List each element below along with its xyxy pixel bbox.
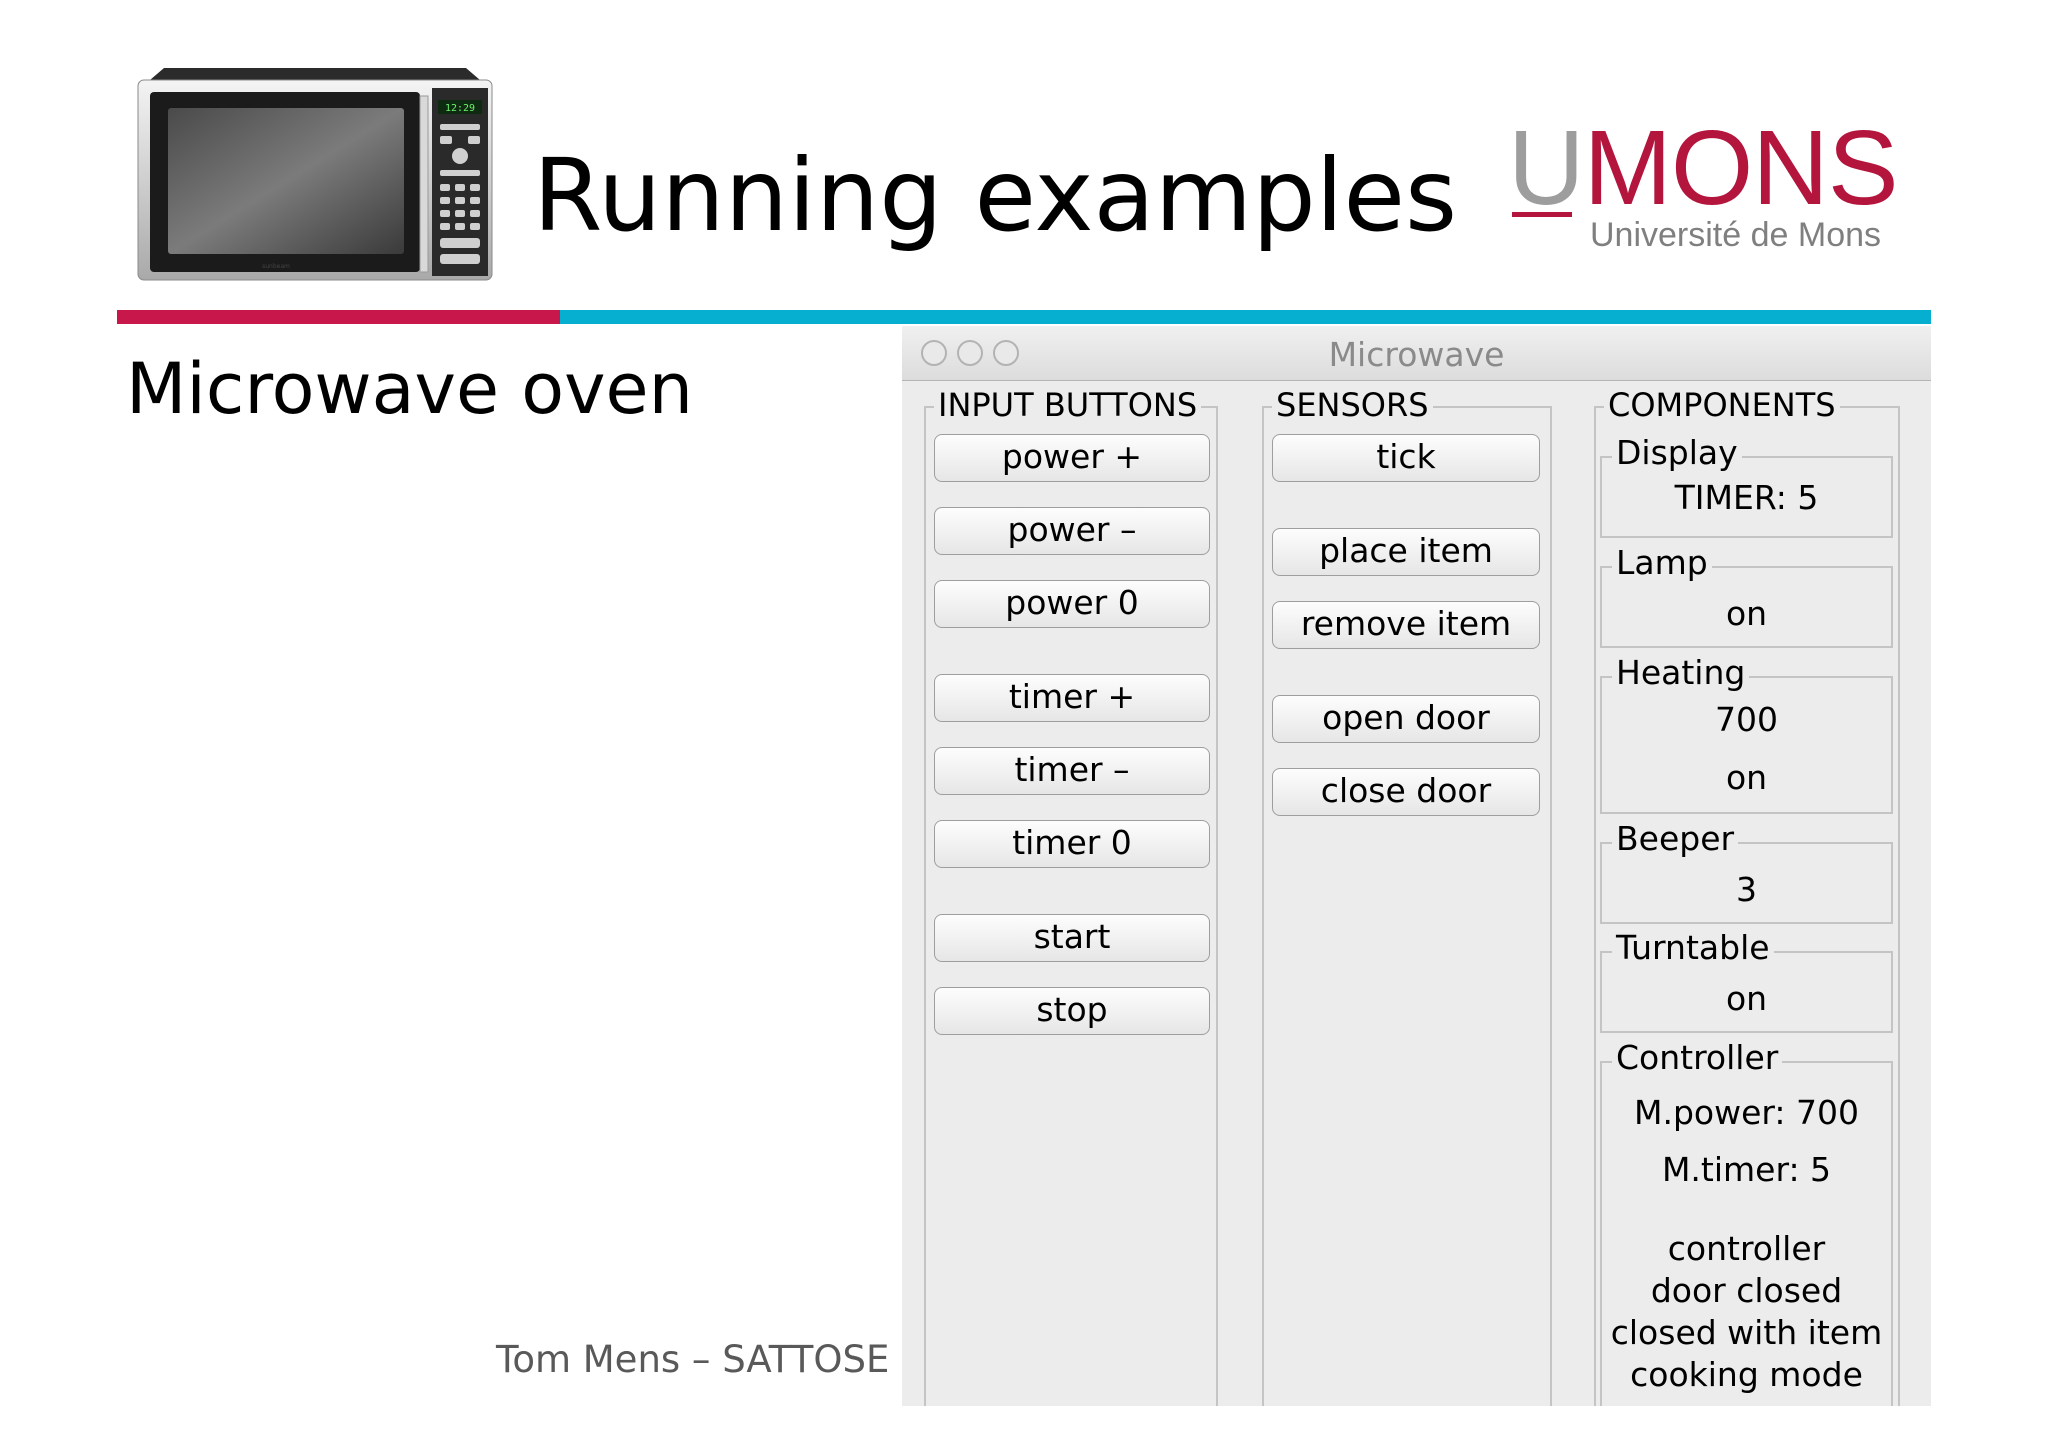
lamp-group: Lamp on — [1600, 544, 1893, 648]
sensors-panel: SENSORS tick place item remove item open… — [1262, 386, 1552, 1406]
remove-item-button[interactable]: remove item — [1272, 601, 1540, 649]
display-label: Display — [1612, 434, 1742, 472]
oven-brand-text: sunbeam — [262, 263, 290, 270]
slide-title: Running examples — [533, 137, 1458, 254]
turntable-label: Turntable — [1612, 929, 1774, 967]
logo-subtitle: Université de Mons — [1590, 216, 1882, 254]
turntable-value: on — [1725, 979, 1768, 1018]
power-zero-button[interactable]: power 0 — [934, 580, 1210, 628]
controller-power-value: M.power: 700 — [1634, 1093, 1859, 1132]
window-titlebar[interactable]: Microwave — [902, 326, 1931, 381]
controller-state-4: cooking mode — [1630, 1355, 1863, 1394]
timer-minus-button[interactable]: timer – — [934, 747, 1210, 795]
turntable-group: Turntable on — [1600, 929, 1893, 1033]
start-button[interactable]: start — [934, 914, 1210, 962]
components-panel: COMPONENTS Display TIMER: 5 Lamp on Heat… — [1594, 386, 1900, 1406]
window-title: Microwave — [1328, 335, 1505, 374]
controller-label: Controller — [1612, 1039, 1783, 1077]
umons-logo: UMONS Université de Mons — [1508, 109, 1899, 260]
header-bar-red — [117, 310, 560, 324]
power-plus-button[interactable]: power + — [934, 434, 1210, 482]
heating-group: Heating 700 on — [1600, 654, 1893, 814]
components-legend: COMPONENTS — [1604, 386, 1840, 424]
minimize-window-icon[interactable] — [957, 340, 983, 366]
slide-subtitle: Microwave oven — [126, 348, 693, 430]
power-minus-button[interactable]: power – — [934, 507, 1210, 555]
heating-state-value: on — [1725, 758, 1768, 797]
controller-state-1: controller — [1667, 1229, 1826, 1268]
microwave-window: Microwave INPUT BUTTONS power + power – … — [902, 326, 1931, 1406]
oven-clock-text: 12:29 — [445, 103, 475, 114]
timer-zero-button[interactable]: timer 0 — [934, 820, 1210, 868]
close-door-button[interactable]: close door — [1272, 768, 1540, 816]
display-value: TIMER: 5 — [1674, 478, 1819, 517]
beeper-value: 3 — [1736, 870, 1757, 909]
controller-timer-value: M.timer: 5 — [1661, 1150, 1832, 1189]
stop-button[interactable]: stop — [934, 987, 1210, 1035]
heating-power-value: 700 — [1715, 700, 1778, 739]
controller-state-2: door closed — [1650, 1271, 1843, 1310]
logo-underline — [1512, 212, 1572, 217]
open-door-button[interactable]: open door — [1272, 695, 1540, 743]
beeper-label: Beeper — [1612, 820, 1739, 858]
zoom-window-icon[interactable] — [993, 340, 1019, 366]
sensors-legend: SENSORS — [1272, 386, 1433, 424]
controller-state-3: closed with item — [1610, 1313, 1883, 1352]
microwave-oven-image: 12:29 sunbeam — [137, 68, 493, 281]
tick-button[interactable]: tick — [1272, 434, 1540, 482]
close-window-icon[interactable] — [921, 340, 947, 366]
logo-letter-u: U — [1508, 109, 1585, 227]
controller-group: Controller M.power: 700 M.timer: 5 contr… — [1600, 1039, 1893, 1406]
input-buttons-panel: INPUT BUTTONS power + power – power 0 ti… — [924, 386, 1218, 1406]
lamp-value: on — [1725, 594, 1768, 633]
header-bar-cyan — [560, 310, 1931, 324]
display-group: Display TIMER: 5 — [1600, 434, 1893, 538]
beeper-group: Beeper 3 — [1600, 820, 1893, 924]
heating-label: Heating — [1612, 654, 1750, 692]
timer-plus-button[interactable]: timer + — [934, 674, 1210, 722]
slide-footer: Tom Mens – SATTOSE — [496, 1338, 890, 1381]
input-buttons-legend: INPUT BUTTONS — [934, 386, 1202, 424]
place-item-button[interactable]: place item — [1272, 528, 1540, 576]
lamp-label: Lamp — [1612, 544, 1712, 582]
logo-letters-mons: MONS — [1583, 109, 1899, 227]
